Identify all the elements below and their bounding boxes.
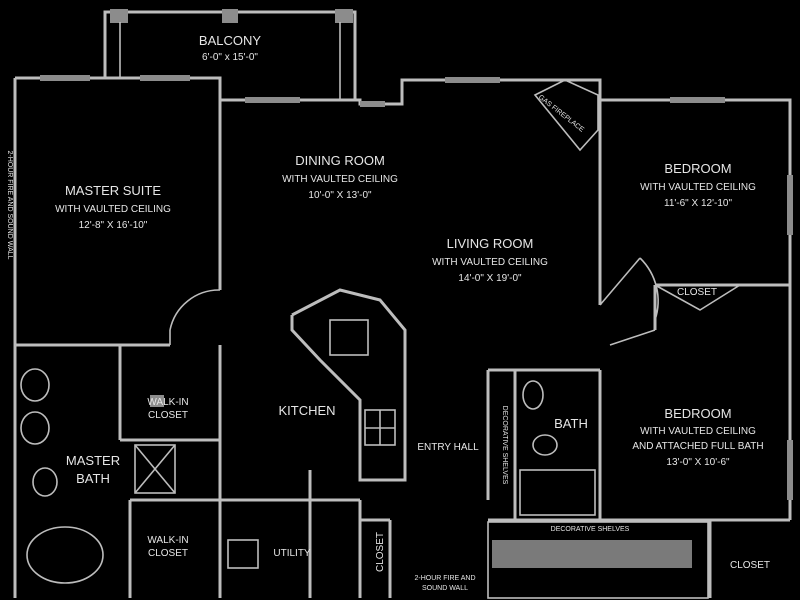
bedroom2-note: WITH VAULTED CEILING <box>640 426 756 437</box>
master-bath-name2: BATH <box>76 471 110 486</box>
walk-in-closet-2-line1: WALK-IN <box>147 535 188 546</box>
balcony <box>103 9 357 100</box>
balcony-size: 6'-0" x 15'-0" <box>202 52 258 63</box>
closet-corner-name: CLOSET <box>730 560 770 571</box>
master-suite-name: MASTER SUITE <box>65 183 161 198</box>
balcony-name: BALCONY <box>199 33 261 48</box>
bedroom2-size: 13'-0" X 10'-6" <box>666 457 730 468</box>
decorative-shelves-horizontal-note: DECORATIVE SHELVES <box>551 526 630 533</box>
entry-hall-name: ENTRY HALL <box>417 442 479 453</box>
dining-room-name: DINING ROOM <box>295 153 385 168</box>
bedroom1-name: BEDROOM <box>664 161 731 176</box>
master-suite-note: WITH VAULTED CEILING <box>55 204 171 215</box>
master-suite-size: 12'-8" X 16'-10" <box>79 220 148 231</box>
closet-entry-name: CLOSET <box>375 532 386 572</box>
fixtures <box>20 368 259 584</box>
fire-wall-bottom-note1: 2-HOUR FIRE AND <box>414 575 475 582</box>
walk-in-closet-2-line2: CLOSET <box>148 548 188 559</box>
bath-name: BATH <box>554 416 588 431</box>
outer-walls <box>13 75 793 598</box>
decorative-shelves-vertical-note: DECORATIVE SHELVES <box>501 406 508 485</box>
walk-in-closet-1-line2: CLOSET <box>148 410 188 421</box>
fire-wall-bottom-note2: SOUND WALL <box>422 585 468 592</box>
kitchen-name: KITCHEN <box>278 403 335 418</box>
dining-room-note: WITH VAULTED CEILING <box>282 174 398 185</box>
labels: BALCONY 6'-0" x 15'-0" MASTER SUITE WITH… <box>6 33 770 592</box>
bedroom1-note: WITH VAULTED CEILING <box>640 182 756 193</box>
living-room-note: WITH VAULTED CEILING <box>432 257 548 268</box>
bedroom2-name: BEDROOM <box>664 406 731 421</box>
master-bath-name: MASTER <box>66 453 120 468</box>
closet-bedroom-name: CLOSET <box>677 287 717 298</box>
living-room-size: 14'-0" X 19'-0" <box>458 273 522 284</box>
fire-wall-left-note: 2-HOUR FIRE AND SOUND WALL <box>6 150 13 259</box>
bedroom1-size: 11'-6" X 12'-10" <box>664 198 732 209</box>
interior-walls <box>15 79 790 599</box>
walk-in-closet-1-line1: WALK-IN <box>147 397 188 408</box>
utility-name: UTILITY <box>273 548 311 559</box>
living-room-name: LIVING ROOM <box>447 236 534 251</box>
bedroom2-note2: AND ATTACHED FULL BATH <box>632 441 763 452</box>
dining-room-size: 10'-0" X 13'-0" <box>308 190 372 201</box>
